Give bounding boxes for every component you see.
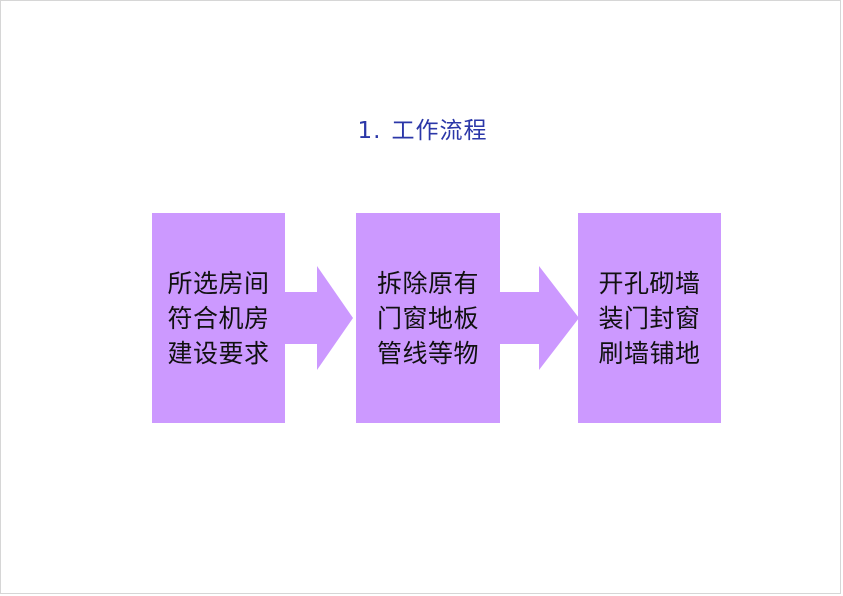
process-step-3: 开孔砌墙 装门封窗 刷墙铺地 [578, 213, 721, 423]
step-1-line-1: 所选房间 [167, 268, 270, 298]
step-3-line-3: 刷墙铺地 [598, 338, 701, 368]
step-2-line-1: 拆除原有 [376, 268, 479, 298]
process-step-2: 拆除原有 门窗地板 管线等物 [356, 213, 500, 423]
step-3-line-1: 开孔砌墙 [598, 268, 701, 298]
step-1-line-2: 符合机房 [167, 303, 270, 333]
title-text: 工作流程 [391, 118, 488, 144]
flow-arrow-1 [281, 266, 353, 370]
step-1-line-3: 建设要求 [167, 338, 270, 368]
right-arrow-icon [281, 266, 353, 370]
right-arrow-icon [497, 266, 579, 370]
title-number: 1. [357, 118, 382, 144]
step-2-line-3: 管线等物 [376, 338, 479, 368]
slide-title: 1. 工作流程 [1, 115, 843, 147]
flow-arrow-2 [497, 266, 579, 370]
step-3-line-2: 装门封窗 [598, 303, 701, 333]
step-2-line-2: 门窗地板 [376, 303, 479, 333]
process-step-1: 所选房间 符合机房 建设要求 [152, 213, 285, 423]
